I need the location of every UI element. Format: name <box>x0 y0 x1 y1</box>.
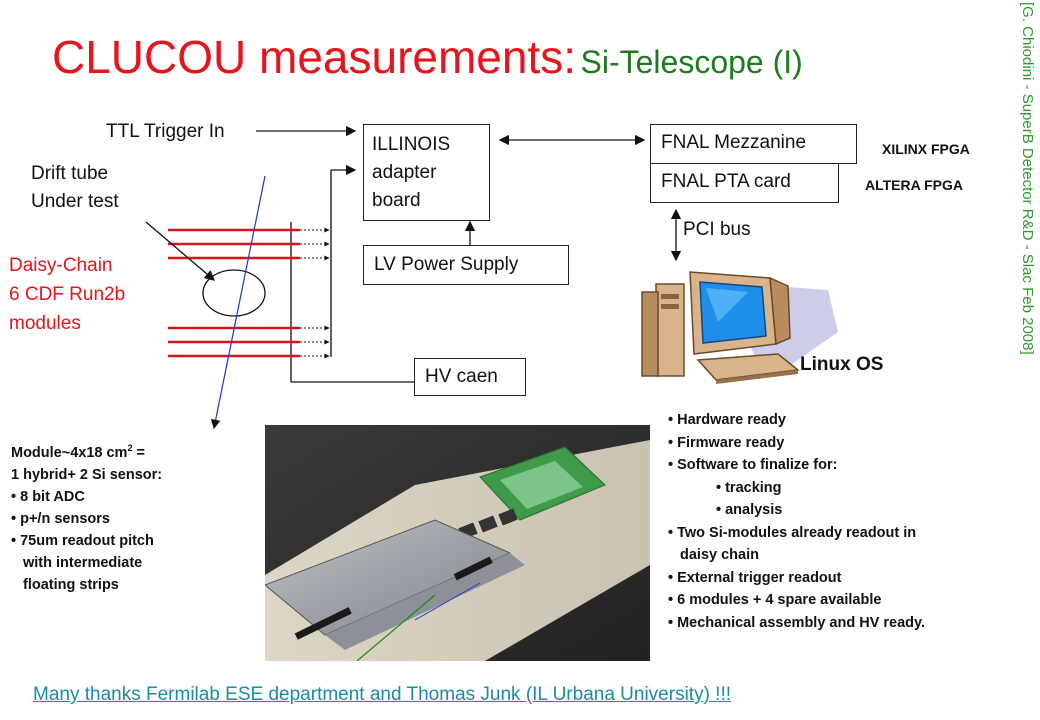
fnal-mezzanine-label: FNAL Mezzanine <box>661 132 807 153</box>
illinois-line-2: adapter <box>372 162 437 183</box>
module-info-line1-end: = <box>132 444 145 461</box>
si-module-photo <box>265 425 650 661</box>
module-info-cont: with intermediate <box>23 554 143 571</box>
daisy-chain-label-2: 6 CDF Run2b <box>9 284 126 305</box>
pci-bus-label: PCI bus <box>683 219 751 240</box>
page-title: CLUCOU measurements: Si-Telescope (I) <box>52 30 803 84</box>
module-info-item: • 8 bit ADC <box>11 488 85 505</box>
module-info: Module~4x18 cm2 = 1 hybrid+ 2 Si sensor:… <box>11 437 162 596</box>
drift-tube-label-1: Drift tube <box>31 163 109 184</box>
fnal-mezzanine-box: FNAL Mezzanine <box>650 124 857 164</box>
daisy-chain-label-1: Daisy-Chain <box>9 255 113 276</box>
status-item: • Firmware ready <box>668 434 785 451</box>
module-info-line1: Module~4x18 cm <box>11 444 128 461</box>
status-item: • Two Si-modules already readout in <box>668 524 917 541</box>
title-sub: Si-Telescope (I) <box>580 44 803 80</box>
module-info-line2: 1 hybrid+ 2 Si sensor: <box>11 466 163 483</box>
lv-power-supply-box: LV Power Supply <box>363 245 569 285</box>
xilinx-fpga-label: XILINX FPGA <box>882 141 970 157</box>
status-item: • Mechanical assembly and HV ready. <box>668 614 926 631</box>
linux-os-label: Linux OS <box>800 354 884 375</box>
status-item: • Software to finalize for: <box>668 457 838 473</box>
module-info-item: • 75um readout pitch <box>11 532 154 549</box>
status-item-cont: daisy chain <box>680 547 759 563</box>
status-sub-item: • analysis <box>716 502 783 518</box>
illinois-line-1: ILLINOIS <box>372 134 451 155</box>
module-info-sup: 2 <box>127 443 133 453</box>
title-main: CLUCOU measurements: <box>52 31 577 83</box>
computer-icon <box>641 271 838 384</box>
illinois-adapter-box: ILLINOIS adapter board <box>363 124 490 221</box>
status-item: • External trigger readout <box>668 569 842 586</box>
daisy-chain-label-3: modules <box>9 313 81 334</box>
hv-caen-box: HV caen <box>414 358 526 396</box>
lv-power-supply-label: LV Power Supply <box>374 254 519 275</box>
hv-caen-label: HV caen <box>425 366 498 387</box>
ttl-trigger-label: TTL Trigger In <box>106 121 225 142</box>
status-bullets: • Hardware ready • Firmware ready • Soft… <box>668 409 925 634</box>
status-item: • Hardware ready <box>668 412 786 428</box>
fnal-pta-label: FNAL PTA card <box>661 171 791 192</box>
drift-tube-label-2: Under test <box>31 191 119 212</box>
status-item: • 6 modules + 4 spare available <box>668 592 882 608</box>
fnal-pta-box: FNAL PTA card <box>650 163 839 203</box>
altera-fpga-label: ALTERA FPGA <box>865 177 963 193</box>
module-info-item: • p+/n sensors <box>11 510 110 527</box>
thanks-link[interactable]: Many thanks Fermilab ESE department and … <box>33 684 732 705</box>
status-sub-item: • tracking <box>716 479 782 496</box>
illinois-line-3: board <box>372 190 421 211</box>
module-info-cont: floating strips <box>23 576 119 593</box>
